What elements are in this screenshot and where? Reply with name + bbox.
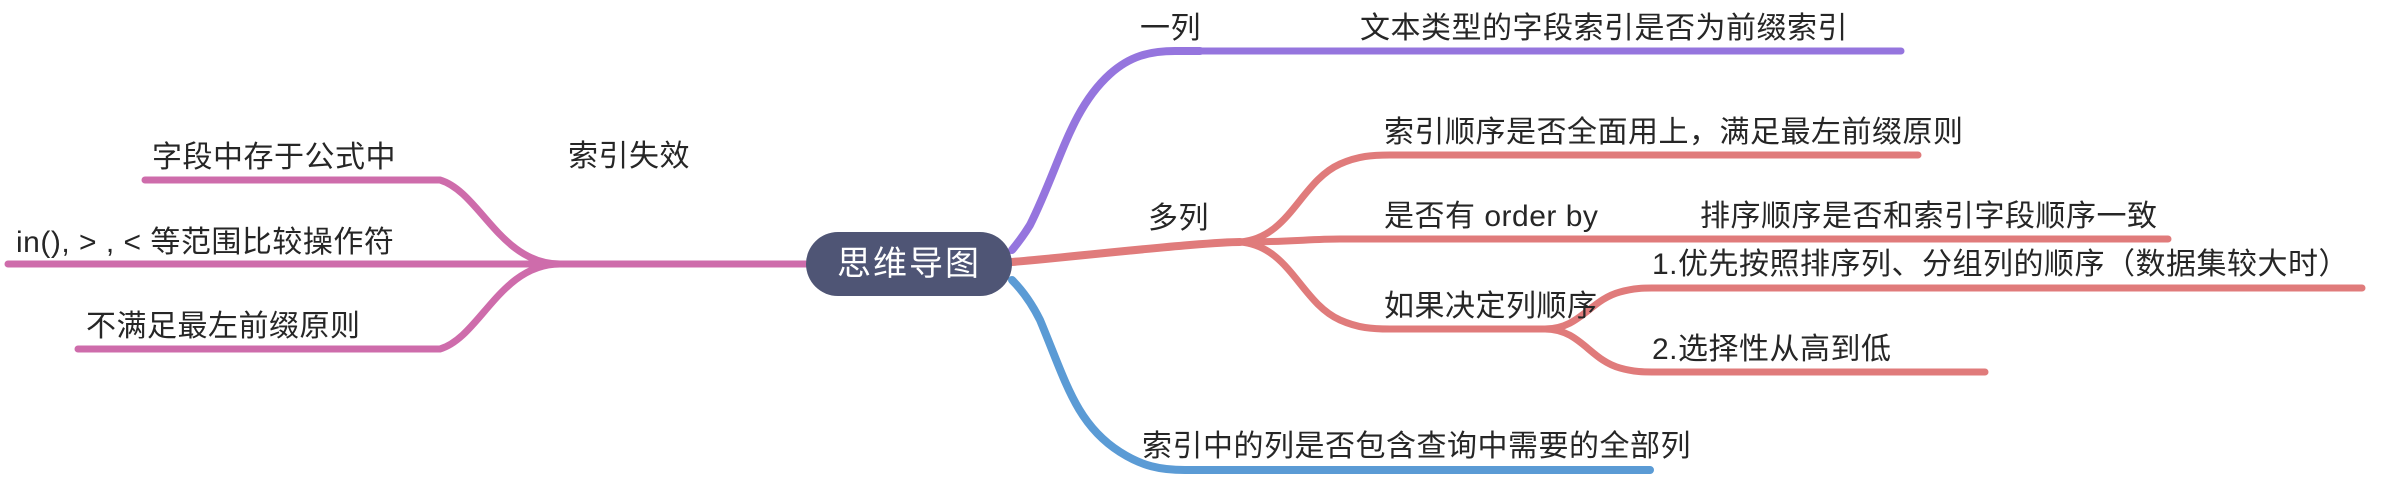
node-label-single-column[interactable]: 一列: [1140, 12, 1201, 45]
purple-trunk-path: [1008, 47, 1204, 254]
node-label-index-order-full-use[interactable]: 索引顺序是否全面用上，满足最左前缀原则: [1384, 116, 1964, 149]
red-grandchild-2-path: [1541, 284, 2366, 333]
pink-child-1-path: [141, 176, 564, 268]
central-node[interactable]: 思维导图: [806, 232, 1012, 296]
pink-child-3-path: [74, 260, 564, 353]
node-label-multi-column[interactable]: 多列: [1148, 202, 1209, 235]
node-label-sort-order-matches-index[interactable]: 排序顺序是否和索引字段顺序一致: [1700, 200, 2158, 233]
red-grandchild-3-path: [1541, 325, 1989, 376]
node-label-decide-column-order[interactable]: 如果决定列顺序: [1384, 290, 1598, 323]
central-node-label: 思维导图: [837, 245, 981, 283]
node-label-range-operators[interactable]: in(), > , < 等范围比较操作符: [16, 226, 395, 259]
red-trunk-path: [1008, 238, 1244, 266]
branch-right-purple: [1008, 47, 1905, 254]
node-label-leftmost-prefix-violation[interactable]: 不满足最左前缀原则: [86, 310, 361, 343]
red-child-3-path: [1236, 238, 1549, 333]
node-label-priority-sort-group-order[interactable]: 1.优先按照排序列、分组列的顺序（数据集较大时）: [1652, 248, 2350, 281]
node-label-index-invalid[interactable]: 索引失效: [568, 140, 690, 173]
branch-right-red: [1008, 151, 2366, 376]
branch-left-pink: [4, 176, 810, 353]
branch-right-blue: [1008, 276, 1654, 474]
blue-trunk-path: [1008, 276, 1654, 474]
node-label-covering-index[interactable]: 索引中的列是否包含查询中需要的全部列: [1142, 430, 1691, 463]
red-child-2-path: [1236, 235, 1676, 246]
node-label-has-order-by[interactable]: 是否有 order by: [1384, 200, 1599, 233]
node-label-selectivity-high-to-low[interactable]: 2.选择性从高到低: [1652, 333, 1892, 366]
node-label-text-prefix-index[interactable]: 文本类型的字段索引是否为前缀索引: [1360, 12, 1848, 45]
red-child-1-path: [1236, 151, 1922, 246]
node-label-field-in-formula[interactable]: 字段中存于公式中: [152, 141, 396, 174]
